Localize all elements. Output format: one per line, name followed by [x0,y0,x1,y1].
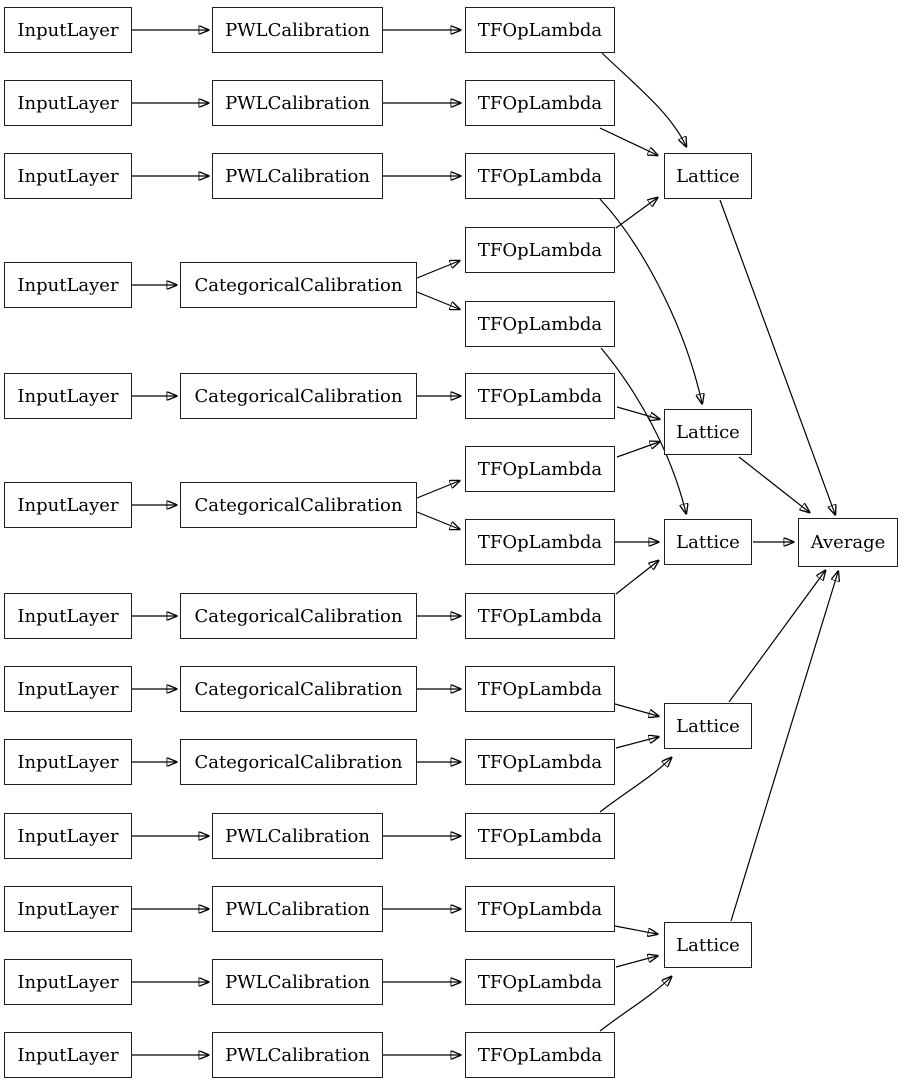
node-pwl-calibration-3: PWLCalibration [212,153,383,199]
node-tf-op-lambda-9: TFOpLambda [465,739,615,785]
node-input-layer-12: InputLayer [4,959,132,1005]
node-tf-op-lambda-8: TFOpLambda [465,666,615,712]
node-pwl-calibration-2: PWLCalibration [212,80,383,126]
edge-lattice4-average [728,571,825,703]
edge-lambda11-lattice5 [614,925,657,934]
node-pwl-calibration-11: PWLCalibration [212,886,383,932]
node-input-layer-6: InputLayer [4,482,132,528]
edge-lattice1-average [719,199,835,514]
edge-lambda4a-lattice1 [615,198,657,229]
node-input-layer-2: InputLayer [4,80,132,126]
node-input-layer-5: InputLayer [4,373,132,419]
node-lattice-5: Lattice [664,922,752,968]
node-tf-op-lambda-1: TFOpLambda [465,7,615,53]
node-pwl-calibration-10: PWLCalibration [212,813,383,859]
node-input-layer-8: InputLayer [4,666,132,712]
node-categorical-calibration-4: CategoricalCalibration [180,262,417,308]
node-lattice-4: Lattice [664,703,752,749]
node-lattice-2: Lattice [664,409,752,455]
node-pwl-calibration-13: PWLCalibration [212,1032,383,1078]
node-tf-op-lambda-13: TFOpLambda [465,1032,615,1078]
node-categorical-calibration-9: CategoricalCalibration [180,739,417,785]
edge-lattice2-average [738,456,809,512]
node-input-layer-9: InputLayer [4,739,132,785]
node-tf-op-lambda-7: TFOpLambda [465,593,615,639]
node-pwl-calibration-12: PWLCalibration [212,959,383,1005]
node-tf-op-lambda-5: TFOpLambda [465,373,615,419]
edge-lambda10-lattice4 [599,758,671,813]
edge-lambda1-lattice1 [601,52,686,146]
node-tf-op-lambda-4b: TFOpLambda [465,301,615,347]
edge-cat6-lambda6b [416,511,459,529]
node-tf-op-lambda-12: TFOpLambda [465,959,615,1005]
node-input-layer-11: InputLayer [4,886,132,932]
node-categorical-calibration-5: CategoricalCalibration [180,373,417,419]
node-tf-op-lambda-3: TFOpLambda [465,153,615,199]
node-input-layer-3: InputLayer [4,153,132,199]
node-categorical-calibration-7: CategoricalCalibration [180,593,417,639]
edge-cat4-lambda4a [416,261,459,279]
node-input-layer-4: InputLayer [4,262,132,308]
node-tf-op-lambda-2: TFOpLambda [465,80,615,126]
node-input-layer-13: InputLayer [4,1032,132,1078]
edge-cat4-lambda4b [416,291,459,309]
edge-lambda6a-lattice2 [616,442,659,458]
node-tf-op-lambda-6b: TFOpLambda [465,519,615,565]
node-lattice-3: Lattice [664,519,752,565]
edge-lambda7-lattice3 [615,561,658,595]
node-tf-op-lambda-10: TFOpLambda [465,813,615,859]
node-lattice-1: Lattice [664,153,752,199]
edge-lambda12-lattice5 [615,956,657,968]
edge-lambda13-lattice5 [599,977,671,1032]
node-input-layer-10: InputLayer [4,813,132,859]
edge-lattice5-average [730,572,838,922]
edge-lambda5-lattice2 [616,406,659,419]
node-input-layer-1: InputLayer [4,7,132,53]
node-average: Average [798,518,898,567]
edge-lambda3-lattice2 [599,198,702,403]
node-tf-op-lambda-6a: TFOpLambda [465,446,615,492]
node-pwl-calibration-1: PWLCalibration [212,7,383,53]
node-tf-op-lambda-11: TFOpLambda [465,886,615,932]
node-categorical-calibration-6: CategoricalCalibration [180,482,417,528]
edge-cat6-lambda6a [416,481,459,499]
edge-lambda9-lattice4 [615,737,658,749]
node-input-layer-7: InputLayer [4,593,132,639]
edge-lambda8-lattice4 [614,703,658,716]
node-tf-op-lambda-4a: TFOpLambda [465,227,615,273]
edge-lambda2-lattice1 [599,127,657,155]
node-categorical-calibration-8: CategoricalCalibration [180,666,417,712]
edge-lambda4b-lattice3 [600,347,686,513]
